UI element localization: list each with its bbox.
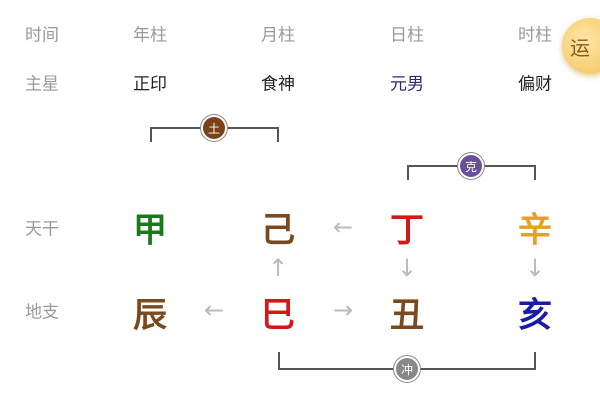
dizhi-hour: 亥: [518, 295, 552, 336]
chong-bracket-left: [278, 352, 280, 369]
main-star-day: 元男: [390, 74, 424, 95]
arrow-right-icon: →: [332, 296, 354, 324]
earth-bracket-right: [277, 127, 279, 142]
tiangan-hour: 辛: [518, 210, 552, 251]
arrow-up-icon: ↑: [267, 254, 289, 282]
header-time: 时间: [25, 25, 59, 46]
dizhi-label: 地支: [25, 302, 59, 323]
main-star-year: 正印: [133, 74, 167, 95]
tiangan-day: 丁: [390, 210, 424, 251]
dizhi-month: 巳: [261, 295, 295, 336]
main-star-label: 主星: [25, 74, 59, 95]
header-hour-pillar: 时柱: [518, 25, 552, 46]
yun-button[interactable]: 运: [562, 18, 600, 74]
earth-badge: 土: [203, 117, 225, 139]
header-month-pillar: 月柱: [261, 25, 295, 46]
header-year-pillar: 年柱: [133, 25, 167, 46]
tiangan-year: 甲: [133, 210, 167, 251]
earth-bracket-left: [150, 127, 152, 142]
tiangan-label: 天干: [25, 219, 59, 240]
dizhi-day: 丑: [390, 295, 424, 336]
ke-bracket-right: [534, 165, 536, 180]
arrow-down-icon: ↓: [524, 254, 546, 282]
dizhi-year: 辰: [133, 295, 167, 336]
ke-bracket-left: [407, 165, 409, 180]
chong-bracket-right: [534, 352, 536, 369]
arrow-left-icon: ←: [203, 296, 225, 324]
tiangan-month: 己: [261, 210, 295, 251]
main-star-hour: 偏财: [518, 74, 552, 95]
ke-badge: 克: [460, 155, 482, 177]
header-day-pillar: 日柱: [390, 25, 424, 46]
arrow-down-icon: ↓: [396, 254, 418, 282]
chong-badge: 冲: [396, 358, 418, 380]
arrow-left-icon: ←: [332, 213, 354, 241]
main-star-month: 食神: [261, 74, 295, 95]
